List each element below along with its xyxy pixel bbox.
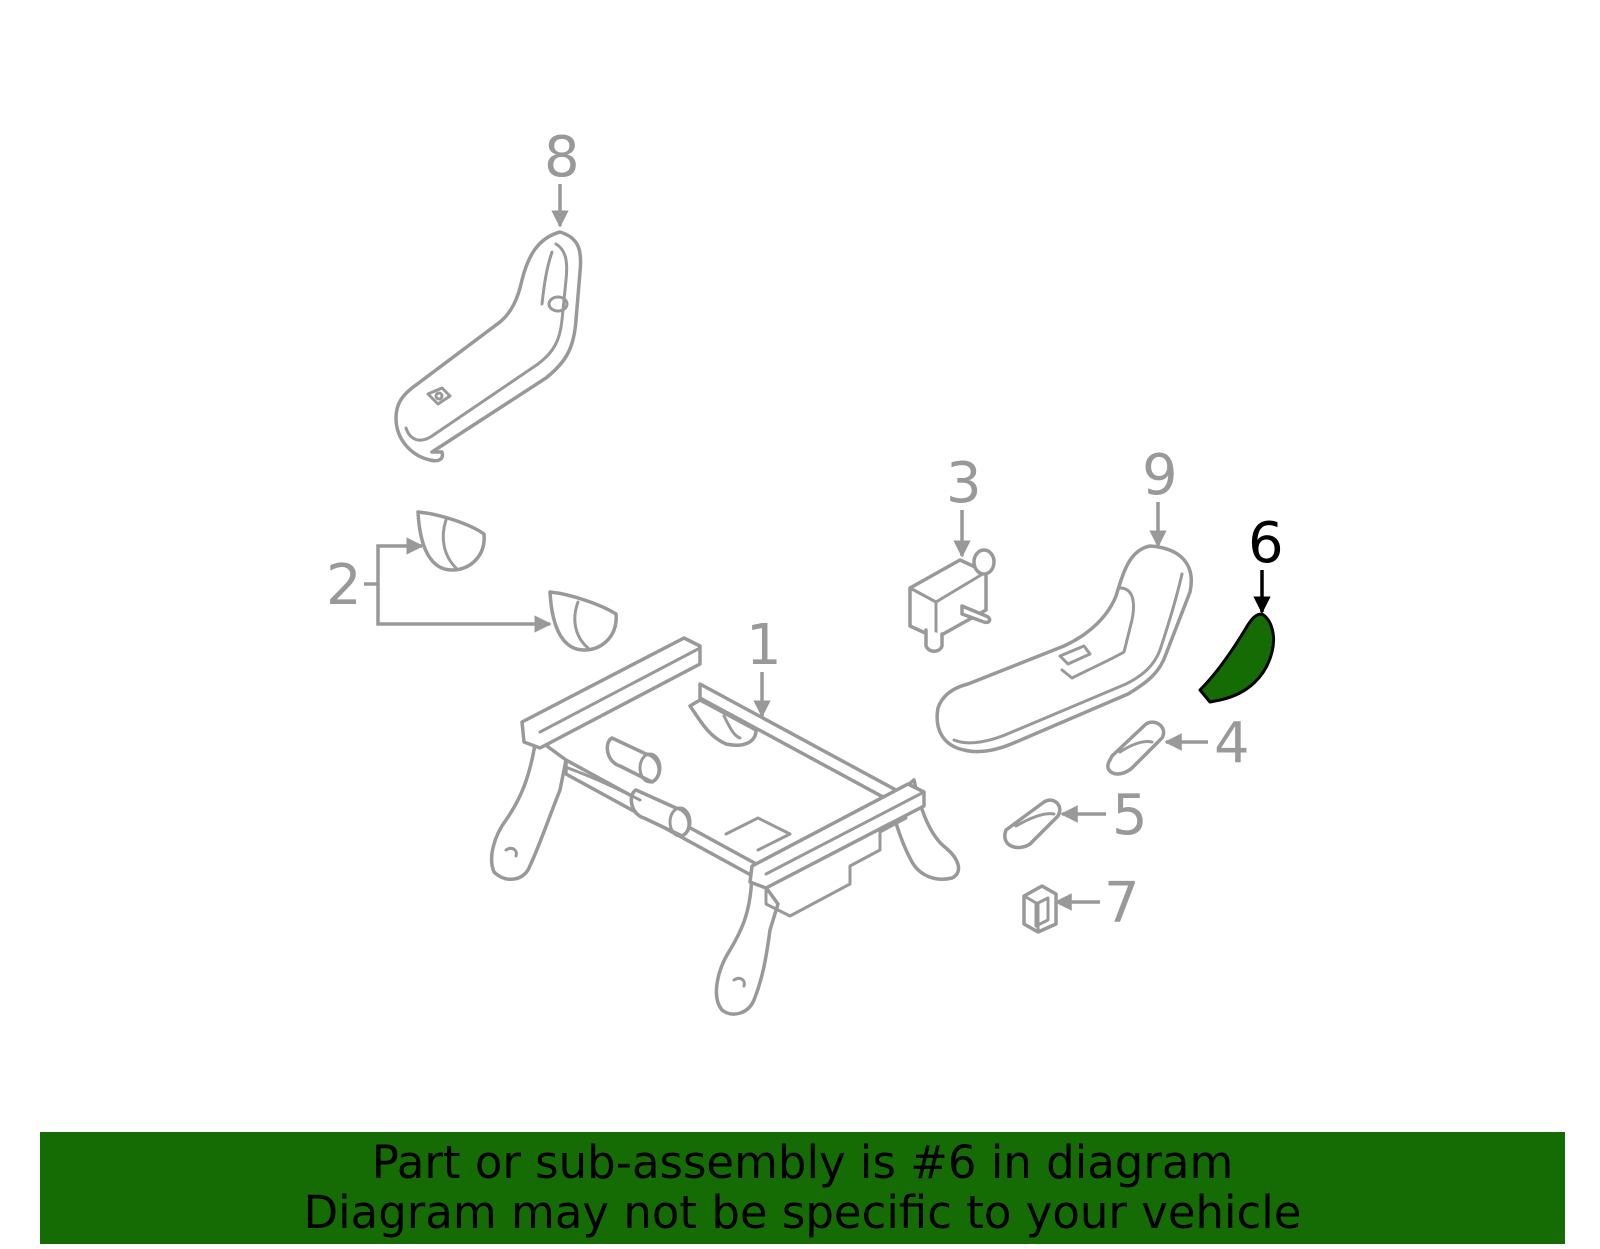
callout-label-9: 9 bbox=[1142, 443, 1178, 508]
callout-label-8: 8 bbox=[544, 125, 580, 190]
part-9-outer-trim[interactable] bbox=[935, 544, 1193, 754]
banner-line-2: Diagram may not be specific to your vehi… bbox=[303, 1186, 1302, 1239]
banner-line-1: Part or sub-assembly is #6 in diagram bbox=[371, 1136, 1234, 1189]
callout-label-6: 6 bbox=[1248, 511, 1284, 576]
part-8-side-trim[interactable] bbox=[394, 230, 583, 463]
callout-label-4: 4 bbox=[1214, 711, 1250, 776]
part-2-caps[interactable] bbox=[416, 510, 618, 652]
part-5-knob[interactable] bbox=[1003, 798, 1062, 850]
part-1-seat-frame[interactable] bbox=[489, 636, 961, 1016]
leader-lines bbox=[364, 184, 1271, 911]
callout-label-7: 7 bbox=[1104, 871, 1140, 936]
callout-label-2: 2 bbox=[326, 553, 362, 618]
part-3-switch[interactable] bbox=[908, 548, 996, 653]
part-6-highlighted-trim[interactable] bbox=[1198, 612, 1276, 704]
callout-label-1: 1 bbox=[746, 613, 782, 678]
part-7-clip[interactable] bbox=[1022, 884, 1058, 934]
callout-label-3: 3 bbox=[946, 451, 982, 516]
part-4-knob[interactable] bbox=[1106, 720, 1166, 776]
callout-label-5: 5 bbox=[1112, 783, 1148, 848]
info-banner: Part or sub-assembly is #6 in diagram Di… bbox=[40, 1132, 1565, 1244]
